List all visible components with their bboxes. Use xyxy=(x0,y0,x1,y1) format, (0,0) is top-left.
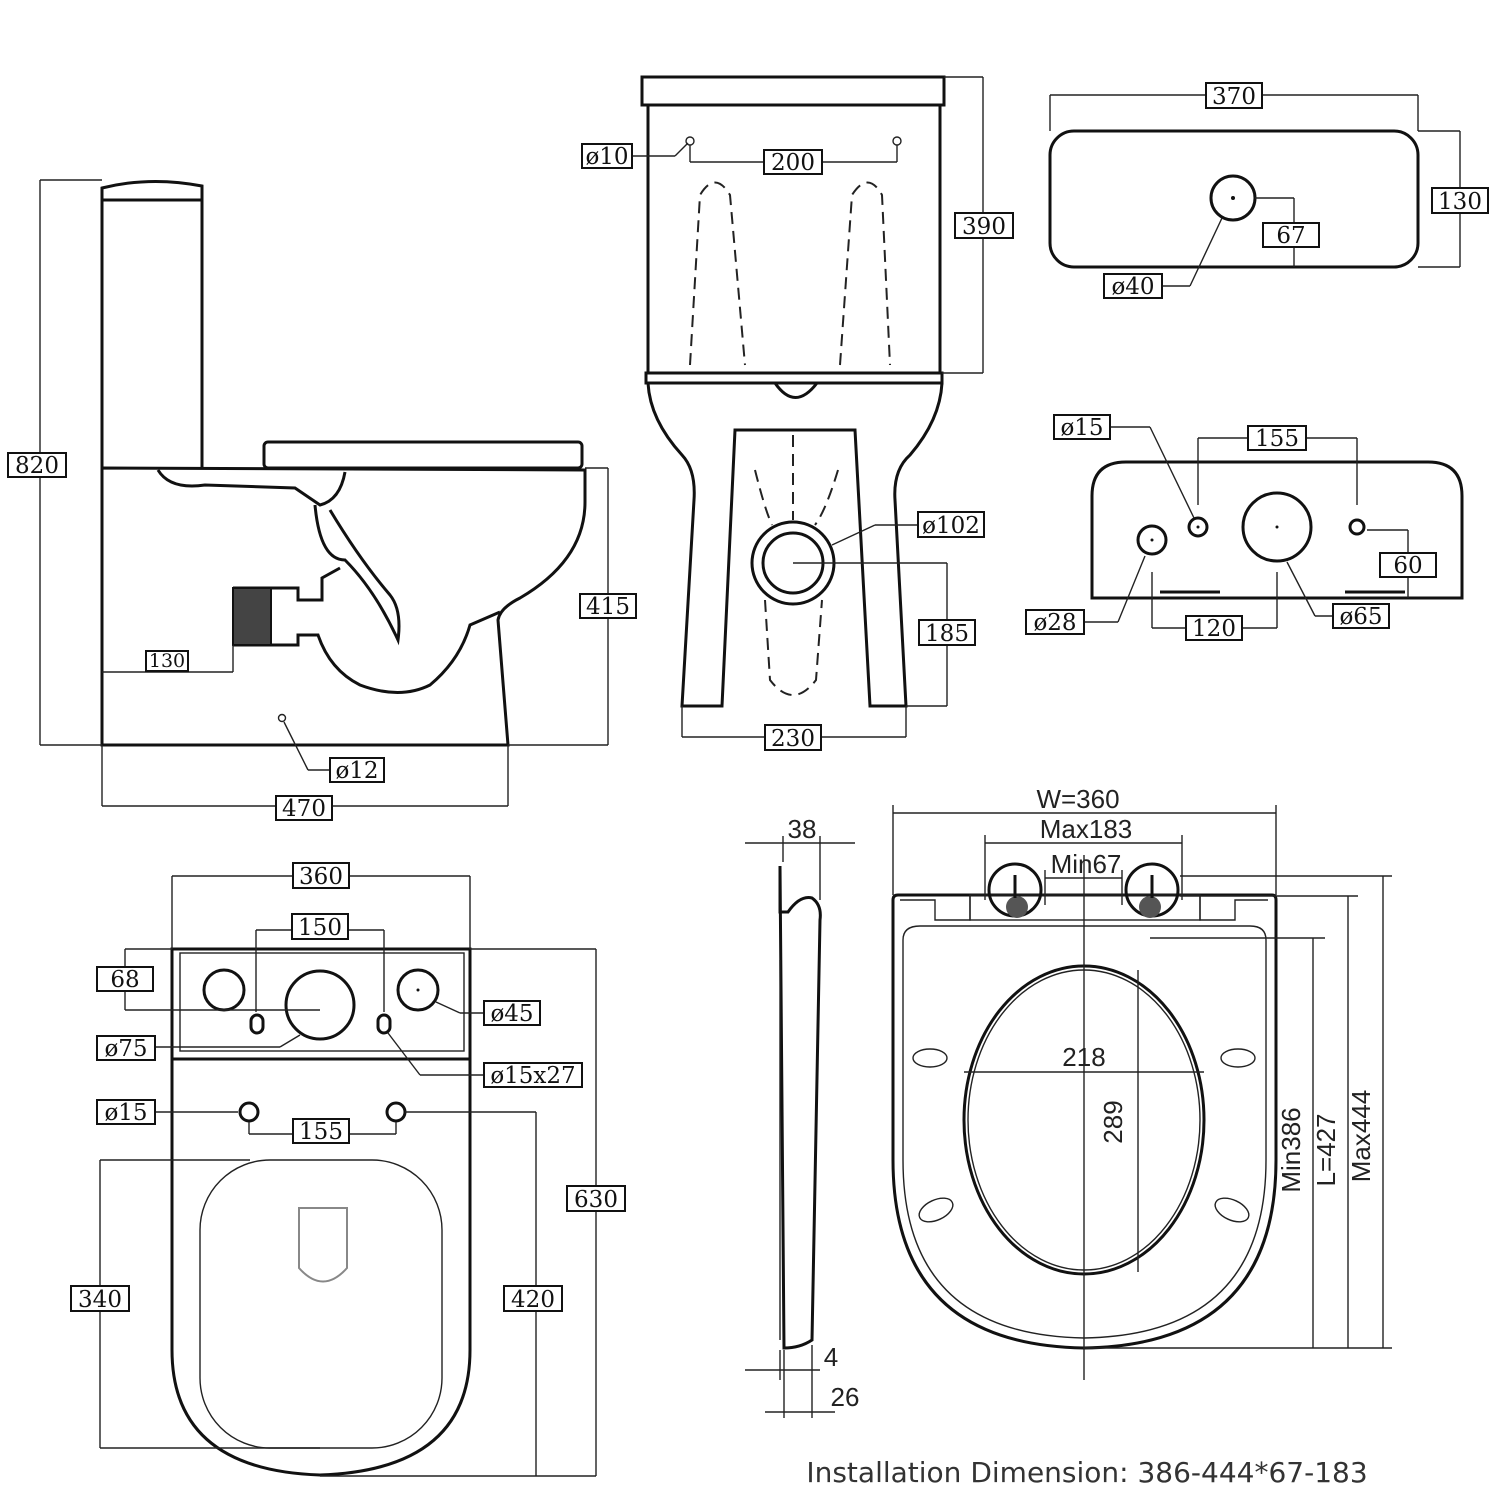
front-pedestal xyxy=(646,382,944,708)
dim-38: 38 xyxy=(788,814,817,844)
dim-470: 470 xyxy=(282,796,326,822)
cistern-flush-hole xyxy=(1241,491,1313,563)
dim-155-top: 155 xyxy=(299,1119,343,1145)
seat-top-view: W=360 Max183 Min67 218 289 Min386 L=427 … xyxy=(891,784,1392,1380)
seat-profile xyxy=(778,865,822,1350)
top-seat xyxy=(199,1159,443,1449)
front-lid xyxy=(640,75,946,107)
dim-67: 67 xyxy=(1276,223,1305,249)
dim-218: 218 xyxy=(1062,1042,1105,1072)
dim-inlet-hole: ø28 xyxy=(1033,610,1076,636)
dim-outlet-dia: ø102 xyxy=(922,513,980,539)
dim-min-length: Min386 xyxy=(1276,1107,1306,1192)
cistern-base-outline xyxy=(1090,460,1464,600)
side-outlet-seal xyxy=(232,587,272,646)
lid-top-view: 370 130 67 ø40 xyxy=(1048,82,1489,300)
dim-340: 340 xyxy=(78,1287,122,1313)
side-body xyxy=(100,466,587,747)
dim-820: 820 xyxy=(15,453,59,479)
side-view: 820 415 130 ø12 470 xyxy=(7,179,637,822)
side-fix-hole xyxy=(277,713,287,723)
dim-hole-45: ø45 xyxy=(490,1001,533,1027)
dim-415: 415 xyxy=(586,594,630,620)
top-view: 360 150 68 ø45 ø75 ø15x27 ø15 xyxy=(70,862,626,1477)
dim-flush-hole: ø65 xyxy=(1339,604,1382,630)
dim-360-top: 360 xyxy=(299,864,343,890)
side-trapway-top xyxy=(156,469,347,507)
seat-outline xyxy=(891,893,1278,1350)
dim-155-base: 155 xyxy=(1255,426,1299,452)
side-seat xyxy=(262,440,584,470)
dim-hole-15: ø15 xyxy=(1060,415,1103,441)
dim-68: 68 xyxy=(110,967,139,993)
dim-630: 630 xyxy=(574,1187,618,1213)
dim-60: 60 xyxy=(1393,553,1422,579)
dim-390: 390 xyxy=(962,214,1006,240)
top-bowl-outline xyxy=(170,1059,472,1477)
dim-120: 120 xyxy=(1192,616,1236,642)
dim-bolt-hole: ø10 xyxy=(585,144,628,170)
dim-130-lid: 130 xyxy=(1438,189,1482,215)
dim-130-outlet: 130 xyxy=(149,650,185,672)
dim-4: 4 xyxy=(824,1342,838,1372)
cistern-base-view: ø15 155 60 ø28 120 ø65 xyxy=(1025,414,1464,642)
dim-150: 150 xyxy=(298,915,342,941)
installation-caption: Installation Dimension: 386-444*67-183 xyxy=(806,1456,1367,1489)
top-flush-hole xyxy=(284,969,356,1041)
dim-289: 289 xyxy=(1098,1100,1128,1143)
dim-26: 26 xyxy=(831,1382,860,1412)
top-cistern xyxy=(170,947,472,1061)
dim-max-length: Max444 xyxy=(1346,1090,1376,1183)
seat-profile-view: 38 4 26 xyxy=(745,814,859,1418)
dim-length: L=427 xyxy=(1311,1113,1341,1186)
dim-420: 420 xyxy=(511,1287,555,1313)
front-view: ø10 200 390 ø102 185 230 xyxy=(581,75,1014,752)
side-cistern xyxy=(100,179,204,468)
dim-seat-width: W=360 xyxy=(1036,784,1119,814)
dim-bolt-15: ø15 xyxy=(104,1100,147,1126)
dim-230: 230 xyxy=(771,726,815,752)
dim-slot: ø15x27 xyxy=(490,1063,575,1089)
dim-370: 370 xyxy=(1212,84,1256,110)
dim-button-hole: ø40 xyxy=(1111,274,1154,300)
dim-max-hinge: Max183 xyxy=(1040,814,1133,844)
dim-hole-75: ø75 xyxy=(104,1036,147,1062)
dim-fix-hole: ø12 xyxy=(335,758,378,784)
lid-outline xyxy=(1048,129,1420,269)
dim-185: 185 xyxy=(925,621,969,647)
dim-200: 200 xyxy=(771,150,815,176)
dim-min-hinge: Min67 xyxy=(1051,849,1122,879)
